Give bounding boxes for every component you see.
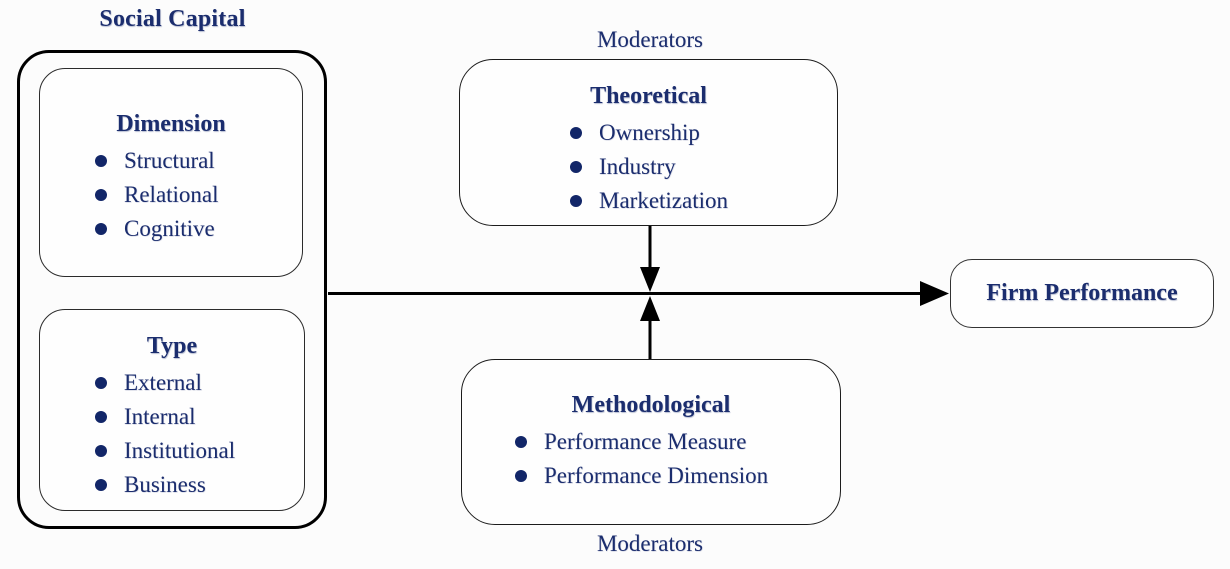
bullet-icon [95,445,107,457]
list-item-label: Marketization [599,188,729,213]
theoretical-box: Theoretical Ownership Industry Marketiza… [459,59,838,226]
bullet-icon [515,470,527,482]
social-capital-group-box [17,50,327,529]
moderator-arrow-down [640,226,660,292]
list-item: Internal [95,400,304,434]
list-item-label: Structural [124,148,215,173]
methodological-heading: Methodological [571,392,731,418]
theoretical-list: Ownership Industry Marketization [460,116,837,218]
main-arrow [328,281,949,306]
methodological-box: Methodological Performance Measure Perfo… [461,359,841,525]
type-heading: Type [146,333,198,359]
list-item: Institutional [95,434,304,468]
list-item-label: Internal [124,404,196,429]
list-item-label: Institutional [124,438,236,463]
list-item-label: Performance Measure [544,429,747,454]
list-item-label: Business [124,472,206,497]
list-item: Business [95,468,304,502]
moderator-arrow-up [640,296,660,359]
bullet-icon [515,436,527,448]
type-list: External Internal Institutional Business [40,366,304,502]
moderators-top-label: Moderators [596,27,704,52]
list-item-label: Industry [599,154,676,179]
list-item: External [95,366,304,400]
dimension-heading: Dimension [116,111,226,137]
list-item: Relational [95,178,302,212]
firm-performance-box: Firm Performance [950,259,1214,328]
bullet-icon [95,377,107,389]
list-item: Industry [570,150,837,184]
list-item-label: Ownership [599,120,700,145]
list-item-label: External [124,370,202,395]
list-item: Performance Measure [515,425,840,459]
list-item: Marketization [570,184,837,218]
bullet-icon [95,155,107,167]
list-item: Structural [95,144,302,178]
list-item: Performance Dimension [515,459,840,493]
list-item-label: Cognitive [124,216,215,241]
list-item: Cognitive [95,212,302,246]
dimension-list: Structural Relational Cognitive [40,144,302,246]
moderators-bottom-label: Moderators [596,531,704,556]
bullet-icon [570,161,582,173]
bullet-icon [95,411,107,423]
bullet-icon [570,127,582,139]
methodological-list: Performance Measure Performance Dimensio… [462,425,840,493]
type-box: Type External Internal Institutional Bus… [39,309,305,511]
bullet-icon [570,195,582,207]
firm-performance-label: Firm Performance [986,280,1178,306]
list-item: Ownership [570,116,837,150]
bullet-icon [95,189,107,201]
theoretical-heading: Theoretical [590,83,707,109]
bullet-icon [95,223,107,235]
social-capital-title: Social Capital [99,6,246,32]
list-item-label: Performance Dimension [544,463,769,488]
bullet-icon [95,479,107,491]
list-item-label: Relational [124,182,219,207]
dimension-box: Dimension Structural Relational Cognitiv… [39,68,303,277]
